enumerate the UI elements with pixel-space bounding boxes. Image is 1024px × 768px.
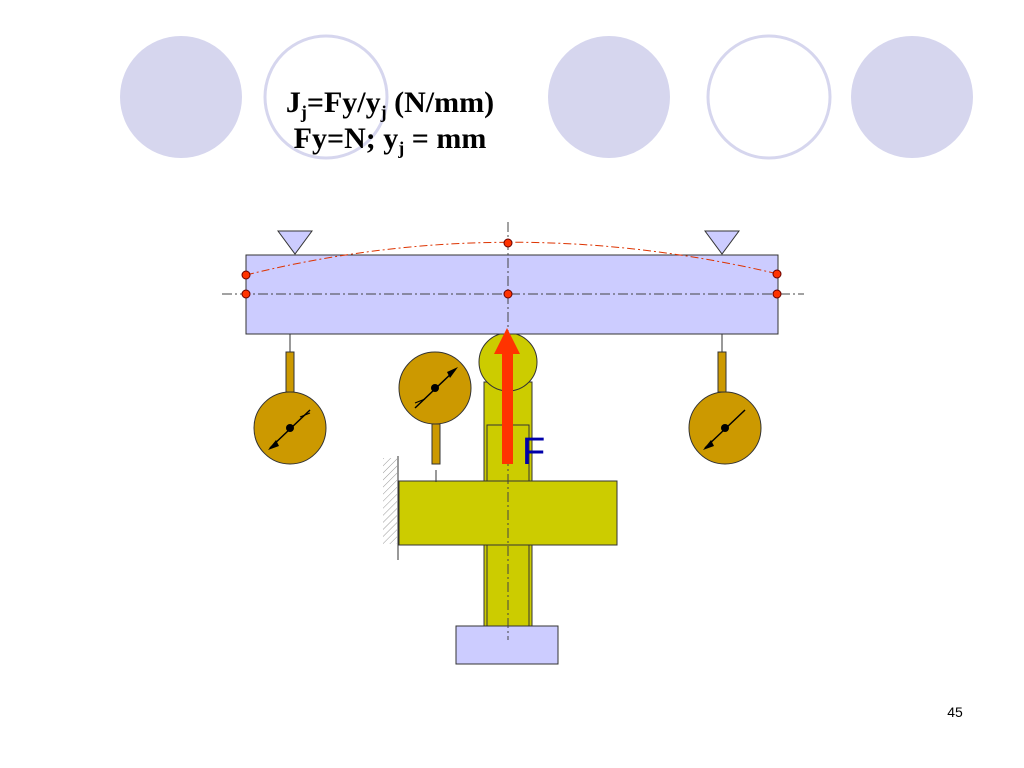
decorative-circle-outline	[706, 34, 832, 160]
support-triangle-icon	[277, 230, 313, 255]
formula-text: = mm	[404, 122, 487, 156]
formula-subscript: j	[380, 102, 387, 122]
measure-point	[772, 269, 782, 279]
page-number: 45	[947, 704, 963, 720]
formula-text: J	[285, 86, 301, 119]
formula-text: =Fy/y	[306, 86, 381, 119]
deflection-curve	[245, 241, 779, 276]
formula-line-1: Jj=Fy/yj (N/mm)	[230, 86, 550, 122]
wall-hatch	[383, 458, 397, 544]
measure-point	[241, 270, 251, 280]
decorative-circles	[120, 34, 973, 160]
formula-subscript: j	[398, 138, 405, 159]
measure-point	[772, 289, 782, 299]
dial-gauge-icon	[253, 334, 327, 465]
force-label: F	[522, 431, 545, 473]
dial-gauge-icon	[398, 351, 472, 482]
decorative-circle-outline	[263, 34, 389, 160]
decorative-circle-filled	[548, 36, 670, 158]
formula-text: Fy=N; y	[293, 122, 399, 156]
decorative-circle-filled	[120, 36, 242, 158]
base-block	[455, 625, 559, 665]
measure-point	[241, 289, 251, 299]
dial-gauge-icon	[688, 334, 762, 465]
formula-title: Jj=Fy/yj (N/mm) Fy=N; yj = mm	[230, 86, 550, 158]
decorative-circle-filled	[851, 36, 973, 158]
formula-subscript: j	[300, 102, 307, 122]
measure-point	[503, 289, 513, 299]
formula-text: (N/mm)	[386, 86, 495, 119]
support-triangle-icon	[704, 230, 740, 255]
formula-line-2: Fy=N; yj = mm	[230, 122, 550, 158]
force-arrow	[494, 328, 520, 464]
measure-point	[503, 238, 513, 248]
